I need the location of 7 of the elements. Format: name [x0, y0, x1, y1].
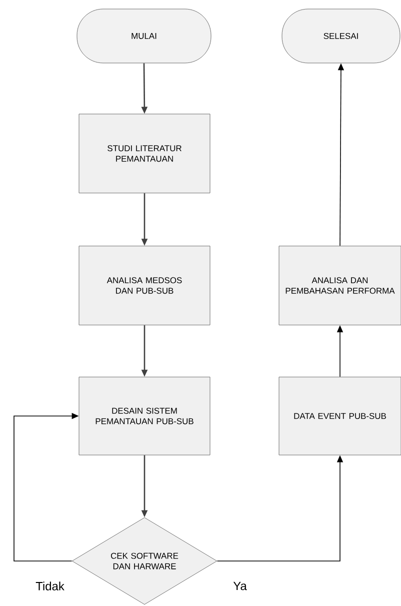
process-box: DATA EVENT PUB-SUB [278, 376, 401, 456]
process-box: DESAIN SISTEM PEMANTAUAN PUB-SUB [78, 376, 210, 456]
edge-label: Ya [232, 580, 248, 592]
edge-label: Tidak [34, 580, 66, 592]
process-box: STUDI LITERATUR PEMANTAUAN [78, 114, 210, 194]
process-box: ANALISA MEDSOS DAN PUB-SUB [78, 246, 210, 326]
process-box: ANALISA DAN PEMBAHASAN PERFORMA [278, 246, 401, 326]
